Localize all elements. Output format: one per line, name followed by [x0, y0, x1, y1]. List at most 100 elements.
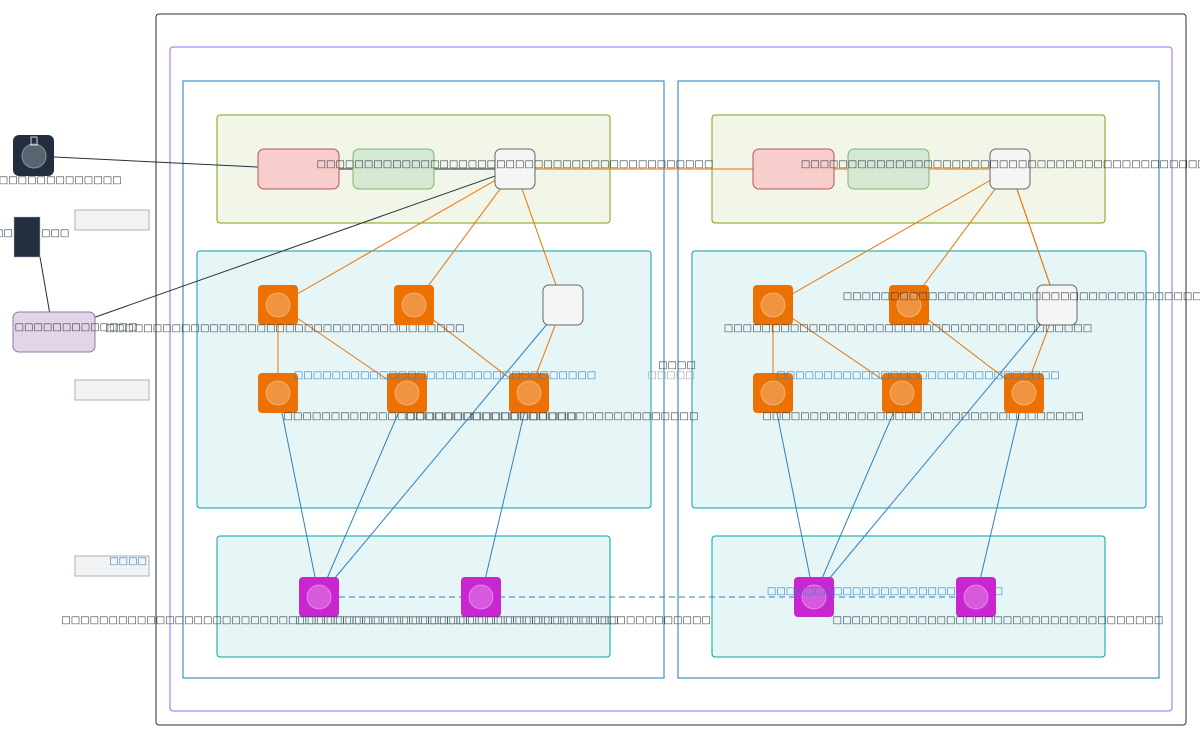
service-node-bg — [882, 373, 922, 413]
service-node-bg — [753, 285, 793, 325]
service-label: □□□□□□□□□□□□□□□□□□□□□□□□□□□□□□□□□□□□□□□ — [724, 323, 1092, 334]
load-balancer-node[interactable] — [989, 148, 1031, 190]
user-circle-icon — [21, 143, 47, 169]
edge-service-to-data — [973, 392, 1025, 599]
service-icon — [265, 292, 291, 318]
device-label-left: □□ — [0, 228, 13, 239]
service-node-bg — [1004, 373, 1044, 413]
edge-service-to-data — [277, 392, 322, 599]
middle-label-bottom: □□□□□ — [647, 370, 694, 381]
edge-service-to-data — [478, 392, 530, 599]
data-node-bg — [299, 577, 339, 617]
legend-box-1 — [74, 209, 150, 231]
service-label: □□□□□□□□□□□□□□□□□□□□□□□□□□□□□□□ — [406, 411, 699, 422]
edge-user-to-red — [33, 155, 300, 173]
data-label: □□□□□□□□□□□□□□□□□□□□□□□□□□□□□□□□□□□□□□□□… — [61, 615, 618, 626]
data-node-bg — [794, 577, 834, 617]
column-left — [182, 80, 665, 679]
service-icon — [896, 292, 922, 318]
edge-service-to-data — [772, 392, 817, 599]
red-box-label: □□□ — [801, 159, 829, 170]
service-label: □□□□□□□□□□□□□□□□□□□□□□□□□□□□□□□□□□ — [762, 411, 1083, 422]
service-node[interactable] — [753, 285, 793, 325]
client-node[interactable]: □□□□□□□□□□□□□ — [12, 311, 137, 353]
service-node-bg — [258, 285, 298, 325]
device-node[interactable]: □□ □□□ — [0, 216, 69, 258]
edge-lb-to-grey — [514, 168, 565, 307]
service-node-bg — [387, 373, 427, 413]
grey-node[interactable] — [542, 284, 584, 326]
device-label-right: □□□ — [41, 228, 69, 239]
user-node[interactable]: □□□□□□□□□□□□□□□□ — [0, 135, 122, 186]
service-label: □□□□□□□□□□□□□□□□□□□□□□□□□□□□□□□□□□□□□□□□… — [843, 291, 1200, 302]
inner-frame — [169, 46, 1173, 712]
edge-service-to-data — [813, 392, 903, 599]
edge-lb-to-grey — [1009, 168, 1059, 307]
data-node[interactable] — [461, 577, 501, 617]
data-icon — [468, 584, 494, 610]
service-icon — [760, 292, 786, 318]
edge-lb-to-service — [276, 168, 516, 306]
service-icon — [265, 380, 291, 406]
green-box-node-box — [847, 148, 930, 190]
edge-service-to-data — [318, 392, 408, 599]
service-icon — [516, 380, 542, 406]
data-icon — [801, 584, 827, 610]
user-label: □□□□□□□□□□□□□□□□ — [0, 175, 122, 186]
service-node-bg — [258, 373, 298, 413]
red-box-node[interactable] — [257, 148, 340, 190]
data-node[interactable] — [299, 577, 339, 617]
data-node-bg — [461, 577, 501, 617]
service-node[interactable] — [387, 373, 427, 413]
service-node[interactable] — [889, 285, 929, 325]
service-label: □□□□□□□□□□□□□□□□□□□□□□□□□□□□□□□□□□□□□□ — [105, 323, 464, 334]
red-box-node-box — [752, 148, 835, 190]
column-right — [677, 80, 1160, 679]
green-box-node[interactable] — [352, 148, 435, 190]
edge-service-to-service — [277, 304, 409, 394]
client-box — [12, 311, 96, 353]
service-node-bg — [509, 373, 549, 413]
data-node[interactable] — [956, 577, 996, 617]
middle-label-top: □□□□ — [658, 360, 696, 371]
load-balancer-label: □□□□□□□□□□□□□□□□□□□□□□□□□□□□□□□□□□□□□□□□… — [829, 159, 1200, 170]
data-node[interactable] — [794, 577, 834, 617]
service-node[interactable] — [258, 285, 298, 325]
nodes: □□□□□□□□□□□□□□□□□□□□□□□□□□□□□□□□□□□□□□□□… — [61, 148, 1200, 626]
service-node[interactable] — [258, 373, 298, 413]
edge-lb-to-service — [908, 168, 1011, 307]
grey-node-box — [1036, 284, 1078, 326]
service-node[interactable] — [394, 285, 434, 325]
red-box-node[interactable] — [752, 148, 835, 190]
service-icon — [401, 292, 427, 318]
service-node[interactable] — [753, 373, 793, 413]
service-label: □□□□□□□□□□□□□□□□□□□□□□□□□□□□□□□ — [284, 411, 577, 422]
grey-node-box — [542, 284, 584, 326]
legend-label-3: □□□□ — [109, 556, 147, 567]
grey-node[interactable] — [1036, 284, 1078, 326]
edge-lb-to-service — [413, 168, 516, 307]
edge-service-to-service — [772, 304, 904, 394]
user-badge — [30, 136, 38, 146]
outer-frame — [155, 13, 1187, 726]
data-node-bg — [956, 577, 996, 617]
edges — [33, 155, 1059, 599]
edge-client-to-lb — [52, 167, 517, 333]
service-node[interactable] — [509, 373, 549, 413]
load-balancer-node-box — [989, 148, 1031, 190]
service-node[interactable] — [882, 373, 922, 413]
service-icon — [760, 380, 786, 406]
load-balancer-node[interactable] — [494, 148, 536, 190]
load-balancer-node-box — [494, 148, 536, 190]
service-group-label: □□□□□□□□□□□□□□□□□□□□□□□□□□□□□□□□ — [294, 370, 596, 381]
green-box-node[interactable] — [847, 148, 930, 190]
service-node-bg — [394, 285, 434, 325]
edge-lb-to-service — [771, 168, 1011, 306]
data-label: □□□□□□□□□□□□□□□□□□□□□□□□□ — [767, 586, 1003, 597]
service-node-bg — [753, 373, 793, 413]
service-node[interactable] — [1004, 373, 1044, 413]
legend-box-2 — [74, 379, 150, 401]
service-node-bg — [889, 285, 929, 325]
data-label: □□□□□□□□□□□□□□□□□□□□□□□□□□□□□□□□□□□ — [833, 615, 1164, 626]
